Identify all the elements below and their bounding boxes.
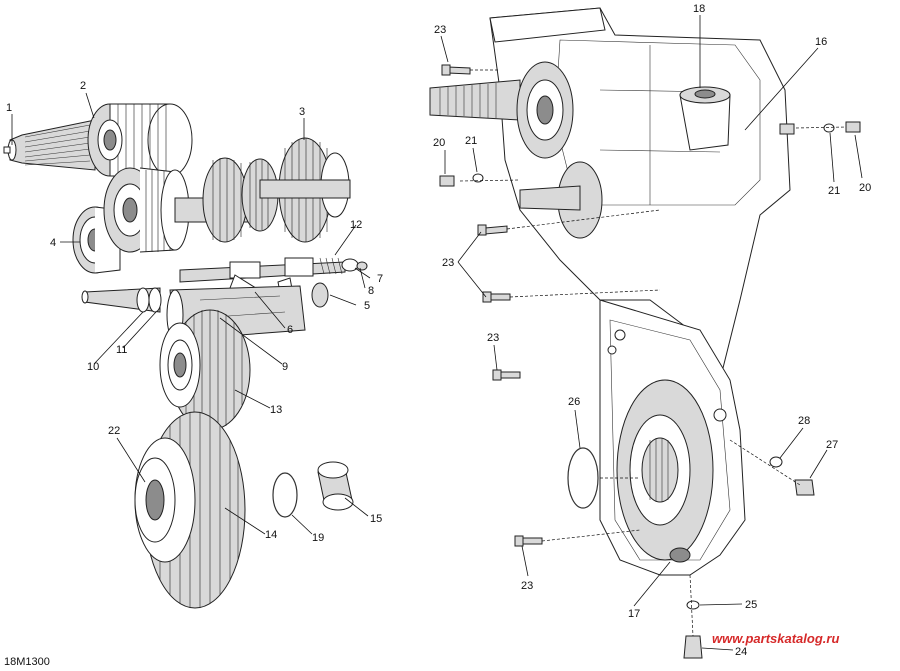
screw-part [439,175,455,187]
callout-11: 11 [116,344,127,356]
callout-labels: 1 2 3 4 5 6 7 8 9 10 11 12 13 14 15 16 1… [6,3,871,658]
callout-12: 12 [350,219,362,231]
callout-22: 22 [108,425,120,437]
callout-17: 17 [628,608,640,620]
bolt-part [441,64,543,547]
callout-21: 21 [465,135,477,147]
callout-16: 16 [815,36,827,48]
callout-3: 3 [299,106,305,118]
cover-o-ring-part [567,447,599,509]
callout-14: 14 [265,529,277,541]
housing-input-shaft [429,79,521,121]
screw-part-right [845,121,861,133]
input-gear-part [87,103,193,177]
callout-15: 15 [370,513,382,525]
callout-25: 25 [745,599,757,611]
output-gear-part [259,137,351,243]
gear-train-assembly [3,103,368,609]
callout-20: 20 [433,137,445,149]
callout-23-bottom: 23 [521,580,533,592]
callout-4: 4 [50,237,56,249]
countershaft-gears [103,157,279,253]
drain-washer-part [686,600,700,610]
o-ring-part [272,472,298,518]
callout-23-mid: 23 [442,257,454,269]
watermark-text: www.partskatalog.ru [712,631,839,646]
large-output-gear-part [134,411,246,609]
callout-2: 2 [80,80,86,92]
callout-24: 24 [735,646,747,658]
sealing-washer-part [769,456,783,468]
callout-9: 9 [282,361,288,373]
callout-19: 19 [312,532,324,544]
washer-part [472,173,484,183]
callout-1: 1 [6,102,12,114]
callout-10: 10 [87,361,99,373]
diagram-code: 18M1300 [4,656,50,668]
callout-8: 8 [368,285,374,297]
callout-5: 5 [364,300,370,312]
drain-plug-part [683,635,703,659]
washer-part-right [823,123,835,133]
sleeve-part [317,461,354,511]
callout-26: 26 [568,396,580,408]
callout-7: 7 [377,273,383,285]
input-shaft-part [3,119,96,171]
plug-part [794,479,815,496]
callout-13: 13 [270,404,282,416]
callout-21-right: 21 [828,185,840,197]
callout-20-right: 20 [859,182,871,194]
callout-27: 27 [826,439,838,451]
callout-28: 28 [798,415,810,427]
callout-23-lower: 23 [487,332,499,344]
leader-lines [11,15,863,651]
callout-18: 18 [693,3,705,15]
intermediate-gear-part [159,309,251,431]
transmission-housing [429,7,861,659]
oil-filler-cap-part [679,86,731,151]
lower-shaft-part [81,287,162,313]
callout-23: 23 [434,24,446,36]
callout-6: 6 [287,324,293,336]
